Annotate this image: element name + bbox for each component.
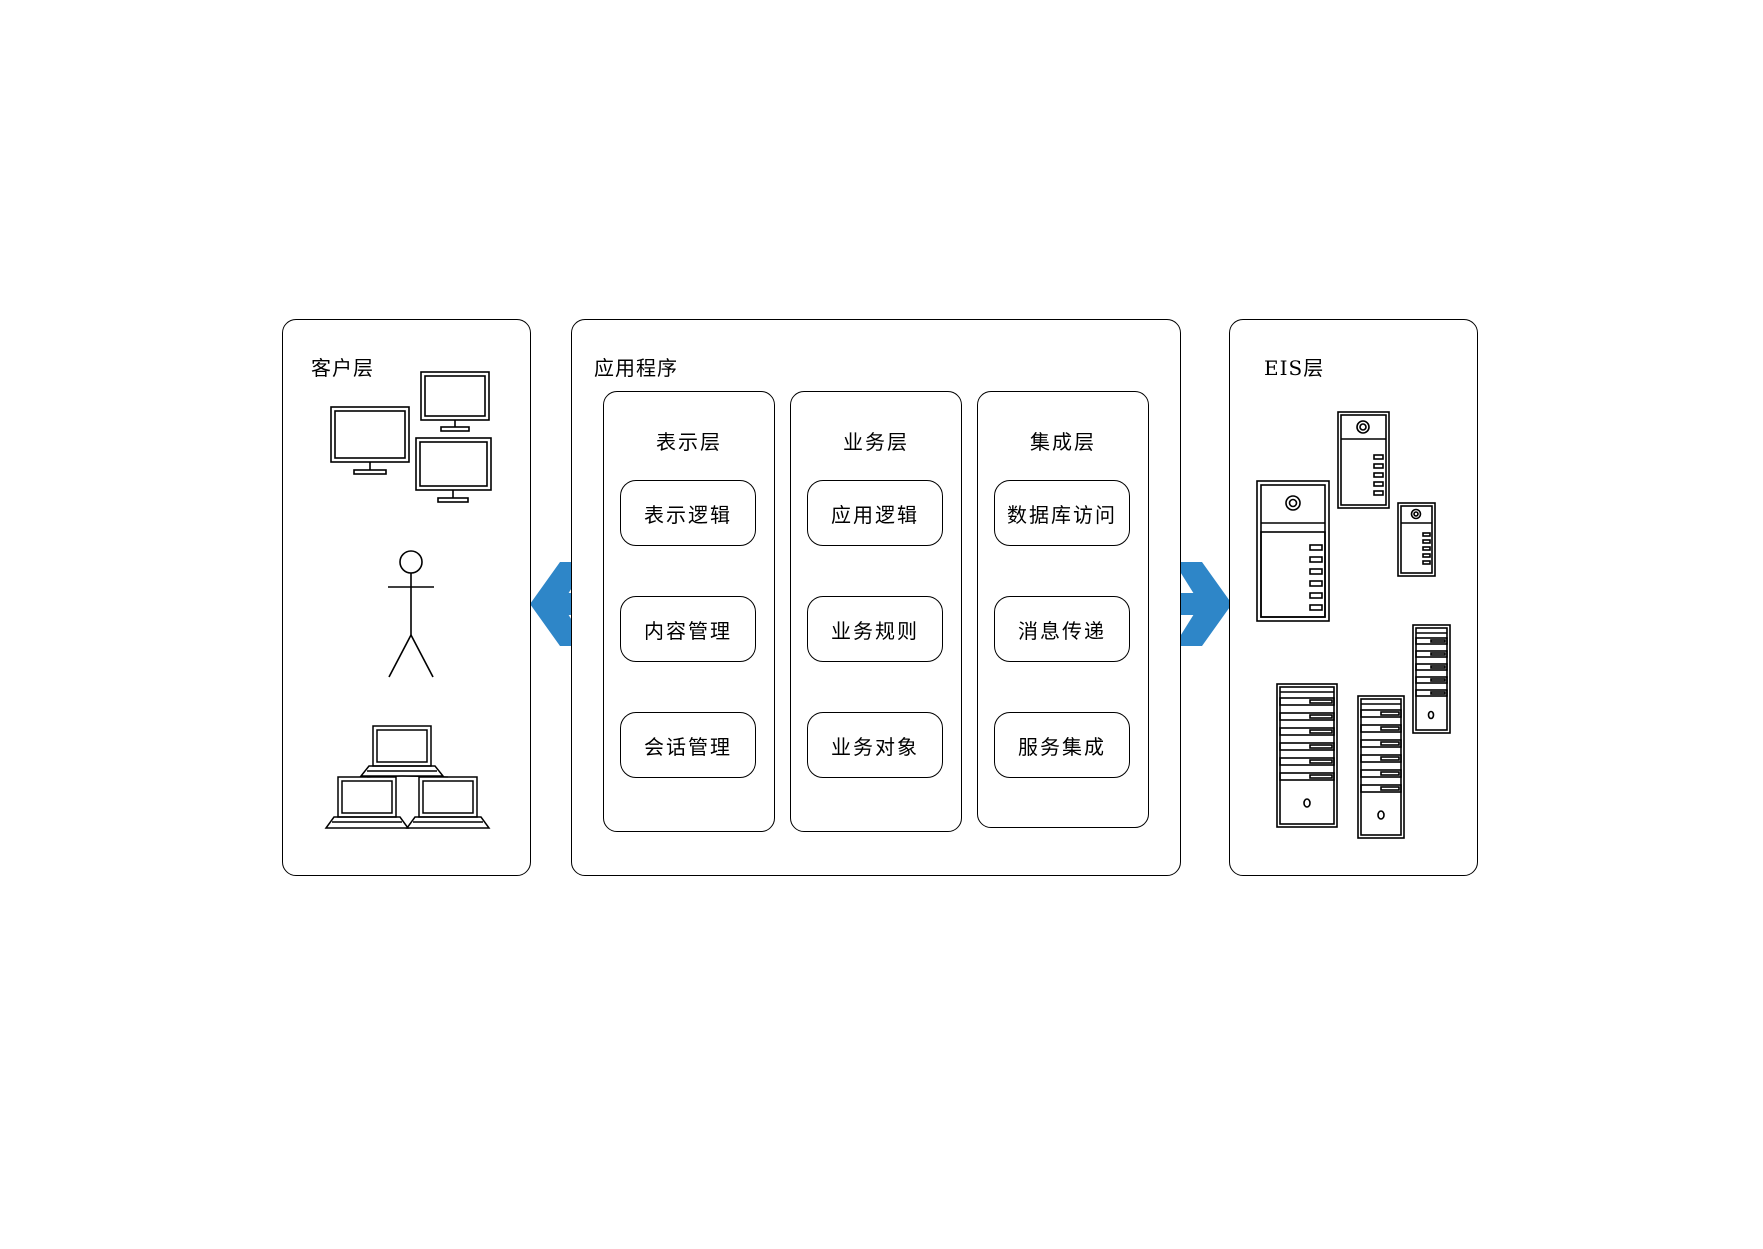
business-rules-box: 业务规则 [807, 596, 943, 662]
server-tower-icon [1337, 411, 1390, 509]
laptop-icon [324, 776, 410, 829]
session-management-box: 会话管理 [620, 712, 756, 778]
presentation-logic-box: 表示逻辑 [620, 480, 756, 546]
application-panel: 应用程序 表示层 表示逻辑 内容管理 会话管理 业务层 应用逻辑 业务规则 业务… [571, 319, 1181, 876]
arrow-right-head-icon [1150, 562, 1232, 646]
messaging-box: 消息传递 [994, 596, 1130, 662]
eis-tier-title: EIS层 [1264, 356, 1325, 380]
presentation-layer-column: 表示层 表示逻辑 内容管理 会话管理 [603, 391, 775, 832]
network-link [366, 775, 449, 778]
application-logic-box: 应用逻辑 [807, 480, 943, 546]
integration-layer-column: 集成层 数据库访问 消息传递 服务集成 [977, 391, 1149, 828]
presentation-layer-title: 表示层 [656, 430, 722, 454]
database-access-box: 数据库访问 [994, 480, 1130, 546]
client-tier-panel: 客户层 [282, 319, 531, 876]
laptop-icon [359, 725, 445, 777]
rack-server-icon [1357, 695, 1405, 839]
eis-tier-icons [1256, 411, 1451, 839]
server-tower-icon [1256, 480, 1330, 622]
laptop-icon [405, 776, 491, 829]
desktop-monitor-icon [420, 371, 490, 432]
business-objects-box: 业务对象 [807, 712, 943, 778]
integration-layer-title: 集成层 [1030, 430, 1096, 454]
arrow-left-head-icon [530, 562, 600, 646]
business-layer-title: 业务层 [843, 430, 909, 454]
service-integration-box: 服务集成 [994, 712, 1130, 778]
content-management-box: 内容管理 [620, 596, 756, 662]
application-title: 应用程序 [594, 356, 678, 380]
eis-tier-panel: EIS层 [1229, 319, 1478, 876]
client-tier-title: 客户层 [311, 356, 374, 380]
desktop-monitor-icon [415, 437, 492, 503]
client-tier-icons [324, 371, 492, 829]
rack-server-icon [1412, 624, 1451, 734]
desktop-monitor-icon [330, 406, 410, 475]
rack-server-icon [1276, 683, 1338, 828]
server-tower-icon [1397, 502, 1436, 577]
person-icon [388, 550, 434, 678]
business-layer-column: 业务层 应用逻辑 业务规则 业务对象 [790, 391, 962, 832]
